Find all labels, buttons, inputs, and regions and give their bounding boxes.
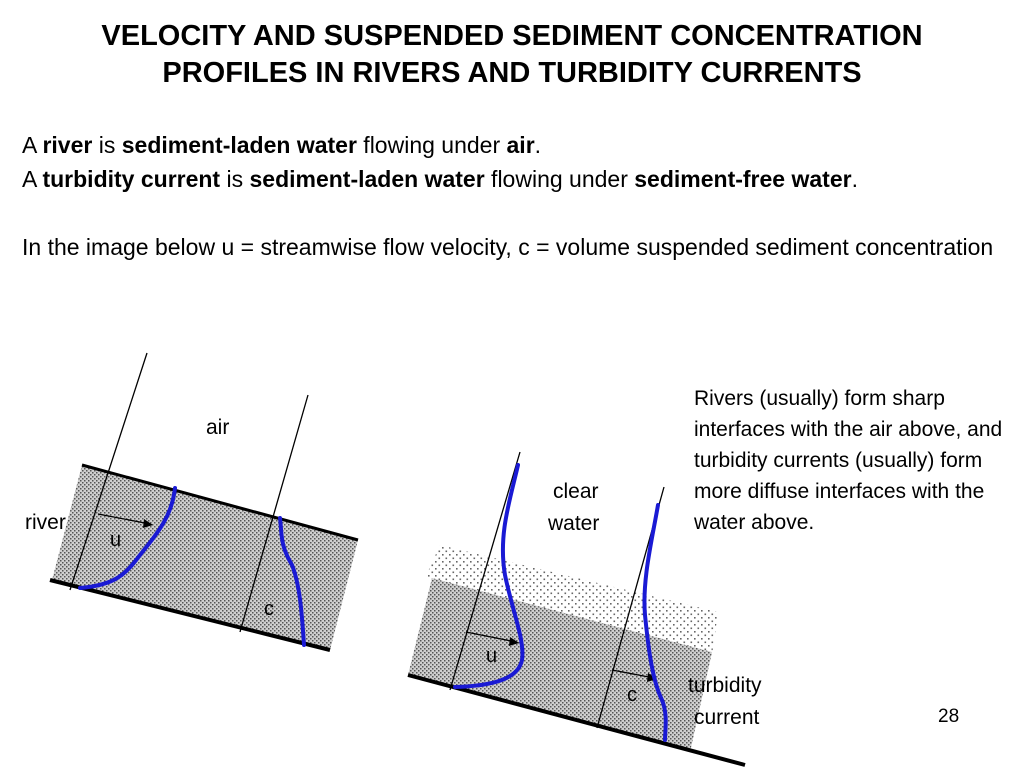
turbidity-c-label: c: [627, 684, 637, 706]
title-line-1: VELOCITY AND SUSPENDED SEDIMENT CONCENTR…: [101, 20, 923, 52]
river-water-body: [52, 465, 358, 650]
slide-title: VELOCITY AND SUSPENDED SEDIMENT CONCENTR…: [0, 18, 1024, 92]
turbidity-c-arrow: [611, 669, 655, 679]
turbidity-current-body: [408, 578, 712, 752]
turbidity-u-axis: [449, 451, 521, 691]
turbidity-u-arrowhead: [509, 637, 519, 646]
turbidity-velocity-profile: [453, 463, 525, 689]
intro-line-turbidity: A turbidity current is sediment-laden wa…: [22, 166, 858, 192]
air-label: air: [206, 416, 229, 439]
page-number: 28: [938, 706, 960, 727]
river-c-label: c: [264, 598, 274, 620]
turbidity-current-label-line1: turbidity: [688, 674, 762, 697]
turbidity-bed: [407, 673, 746, 767]
river-bed: [49, 578, 331, 652]
river-surface: [81, 463, 359, 542]
river-u-arrowhead: [143, 519, 153, 528]
clear-water-label-line1: clear: [553, 480, 599, 503]
clear-water-label-line2: water: [547, 512, 599, 535]
river-velocity-profile: [78, 486, 177, 590]
title-line-2: PROFILES IN RIVERS AND TURBIDITY CURRENT…: [162, 57, 862, 89]
turbidity-u-arrow: [465, 631, 517, 643]
turbidity-current-label-line2: current: [694, 706, 760, 729]
river-u-label: u: [110, 529, 121, 551]
turbidity-concentration-profile: [642, 503, 668, 742]
side-note: Rivers (usually) form sharp interfaces w…: [694, 387, 1003, 534]
intro-text: A river is sediment-laden water flowing …: [22, 128, 1007, 264]
turbidity-u-label: u: [486, 645, 497, 667]
river-u-arrow: [97, 513, 151, 525]
river-c-axis: [239, 394, 309, 633]
intro-line-river: A river is sediment-laden water flowing …: [22, 132, 542, 158]
intro-line-definitions: In the image below u = streamwise flow v…: [22, 234, 994, 260]
river-u-axis: [69, 352, 148, 591]
river-concentration-profile: [278, 516, 306, 647]
river-label: river: [25, 511, 66, 534]
